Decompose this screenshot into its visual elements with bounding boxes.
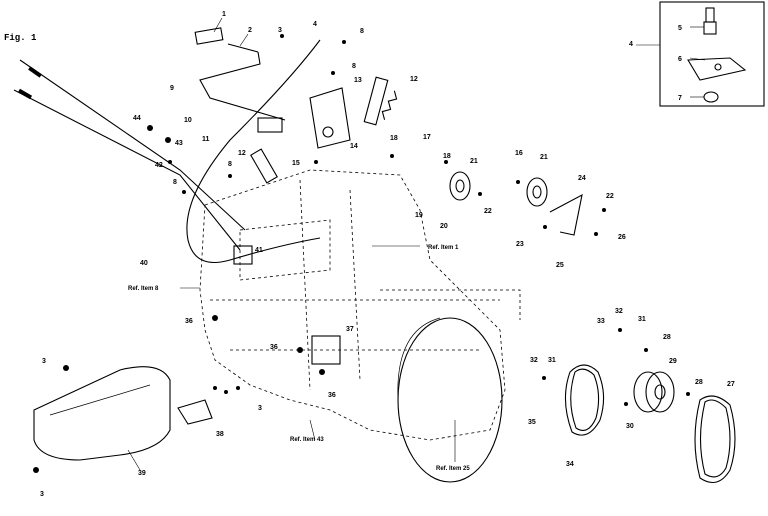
callout-26: 26 xyxy=(618,234,626,241)
callout-25: 25 xyxy=(556,262,564,269)
bracket-13 xyxy=(309,87,351,149)
callout-22a: 22 xyxy=(484,208,492,215)
callout-27: 27 xyxy=(727,381,735,388)
callout-labels: 1 2 3 4 8 8 13 12 9 10 11 44 43 42 8 12 … xyxy=(40,11,735,498)
callout-18a: 18 xyxy=(390,135,398,142)
callout-4: 4 xyxy=(313,21,317,28)
callout-41: 41 xyxy=(255,247,263,254)
callout-1: 1 xyxy=(222,11,226,18)
ref-item-1: Ref. Item 1 xyxy=(428,245,459,251)
callout-16: 16 xyxy=(515,150,523,157)
inset-box xyxy=(636,1,765,107)
engine-outline xyxy=(199,169,521,441)
callout-43: 43 xyxy=(175,140,183,147)
cover-39 xyxy=(33,366,171,471)
callout-12a: 12 xyxy=(410,76,418,83)
spring-12-mid xyxy=(250,148,278,184)
callout-9: 9 xyxy=(170,85,174,92)
callout-38: 38 xyxy=(216,431,224,438)
callout-39: 39 xyxy=(138,470,146,477)
callout-21a: 21 xyxy=(470,158,478,165)
callout-14: 14 xyxy=(350,143,358,150)
callout-32b: 32 xyxy=(530,357,538,364)
belt-27 xyxy=(694,395,736,484)
arm-24 xyxy=(549,193,583,236)
callout-5: 5 xyxy=(678,25,682,32)
callout-42: 42 xyxy=(155,162,163,169)
pulley-29 xyxy=(633,371,675,413)
ref-leaders xyxy=(180,245,420,441)
hardware xyxy=(33,34,690,473)
callout-31a: 31 xyxy=(638,316,646,323)
callout-36a: 36 xyxy=(185,318,193,325)
callout-36c: 36 xyxy=(328,392,336,399)
bracket-41 xyxy=(233,245,253,265)
callout-3b: 3 xyxy=(42,358,46,365)
callout-8b: 8 xyxy=(352,63,356,70)
callout-44: 44 xyxy=(133,115,141,122)
callout-8c: 8 xyxy=(173,179,177,186)
callout-28b: 28 xyxy=(695,379,703,386)
callout-15: 15 xyxy=(292,160,300,167)
callout-21b: 21 xyxy=(540,154,548,161)
callout-29: 29 xyxy=(669,358,677,365)
callout-40: 40 xyxy=(140,260,148,267)
callout-37: 37 xyxy=(346,326,354,333)
callout-23: 23 xyxy=(516,241,524,248)
callout-22b: 22 xyxy=(606,193,614,200)
callout-3c: 3 xyxy=(40,491,44,498)
callout-6: 6 xyxy=(678,56,682,63)
bracket-37 xyxy=(311,335,341,365)
ref-item-8: Ref. Item 8 xyxy=(128,286,159,292)
ref-item-43: Ref. Item 43 xyxy=(290,437,324,443)
bracket-38 xyxy=(177,399,213,425)
bracket-11 xyxy=(257,117,283,133)
callout-36b: 36 xyxy=(270,344,278,351)
ref-item-25: Ref. Item 25 xyxy=(436,466,470,472)
callout-4b: 4 xyxy=(629,41,633,48)
callout-3: 3 xyxy=(278,27,282,34)
callout-11: 11 xyxy=(202,136,210,143)
callout-13: 13 xyxy=(354,77,362,84)
callout-3d: 3 xyxy=(258,405,262,412)
pulley-21-left xyxy=(449,171,471,201)
callout-35: 35 xyxy=(528,419,536,426)
drum-part xyxy=(397,317,503,483)
callout-32a: 32 xyxy=(615,308,623,315)
reference-labels: Ref. Item 1 Ref. Item 8 Ref. Item 43 Ref… xyxy=(128,245,470,472)
callout-17: 17 xyxy=(423,134,431,141)
pulley-21-right xyxy=(526,177,548,207)
callout-30: 30 xyxy=(626,423,634,430)
callout-19: 19 xyxy=(415,212,423,219)
spring-12-top xyxy=(363,76,398,126)
figure-label: Fig. 1 xyxy=(4,33,37,43)
callout-8d: 8 xyxy=(228,161,232,168)
callout-33: 33 xyxy=(597,318,605,325)
cable xyxy=(13,39,321,264)
cable-ends xyxy=(17,66,42,100)
callout-2: 2 xyxy=(248,27,252,34)
callout-7: 7 xyxy=(678,95,682,102)
callout-24: 24 xyxy=(578,175,586,182)
belt-34 xyxy=(564,364,605,436)
callout-10: 10 xyxy=(184,117,192,124)
callout-8: 8 xyxy=(360,28,364,35)
callout-34: 34 xyxy=(566,461,574,468)
control-rod xyxy=(194,17,286,121)
callout-18b: 18 xyxy=(443,153,451,160)
callout-31b: 31 xyxy=(548,357,556,364)
callout-12b: 12 xyxy=(238,150,246,157)
callout-28a: 28 xyxy=(663,334,671,341)
callout-20: 20 xyxy=(440,223,448,230)
